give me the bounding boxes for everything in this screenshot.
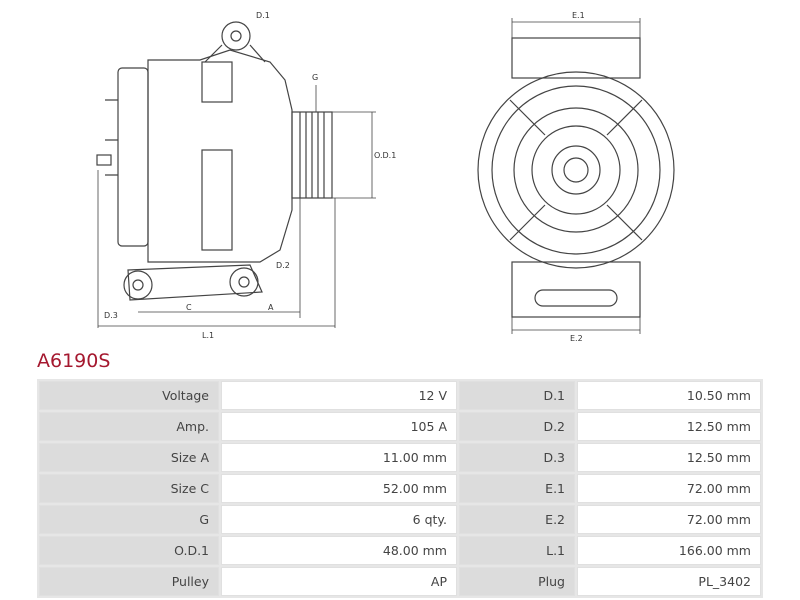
spec-label: Amp. [39, 412, 219, 441]
spec-label: Plug [459, 567, 575, 596]
spec-value: 72.00 mm [577, 505, 761, 534]
label-d2: D.2 [276, 261, 290, 270]
spec-label: O.D.1 [39, 536, 219, 565]
spec-label: E.2 [459, 505, 575, 534]
spec-value: 52.00 mm [221, 474, 457, 503]
spec-label: E.1 [459, 474, 575, 503]
spec-label: Pulley [39, 567, 219, 596]
spec-label: Size C [39, 474, 219, 503]
label-d1: D.1 [256, 11, 270, 20]
label-a: A [268, 303, 274, 312]
label-l1: L.1 [202, 331, 214, 340]
spec-label: Voltage [39, 381, 219, 410]
label-d3: D.3 [104, 311, 118, 320]
label-od1: O.D.1 [374, 151, 396, 160]
spec-label: D.2 [459, 412, 575, 441]
front-view [477, 18, 675, 334]
label-e1: E.1 [572, 11, 585, 20]
spec-value: 72.00 mm [577, 474, 761, 503]
spec-label: G [39, 505, 219, 534]
spec-value: 10.50 mm [577, 381, 761, 410]
spec-label: D.1 [459, 381, 575, 410]
spec-label: L.1 [459, 536, 575, 565]
spec-value: AP [221, 567, 457, 596]
spec-label: D.3 [459, 443, 575, 472]
spec-value: PL_3402 [577, 567, 761, 596]
product-code: A6190S [37, 350, 111, 372]
label-g: G [312, 73, 318, 82]
spec-value: 12.50 mm [577, 412, 761, 441]
spec-value: 105 A [221, 412, 457, 441]
spec-label: Size A [39, 443, 219, 472]
spec-value: 6 qty. [221, 505, 457, 534]
spec-value: 12 V [221, 381, 457, 410]
label-c: C [186, 303, 192, 312]
spec-value: 12.50 mm [577, 443, 761, 472]
spec-value: 166.00 mm [577, 536, 761, 565]
technical-drawing: D.1 D.2 D.3 G O.D.1 C A L.1 E.1 E.2 [96, 11, 675, 343]
label-e2: E.2 [570, 334, 583, 343]
spec-value: 11.00 mm [221, 443, 457, 472]
spec-value: 48.00 mm [221, 536, 457, 565]
side-view [96, 21, 376, 328]
